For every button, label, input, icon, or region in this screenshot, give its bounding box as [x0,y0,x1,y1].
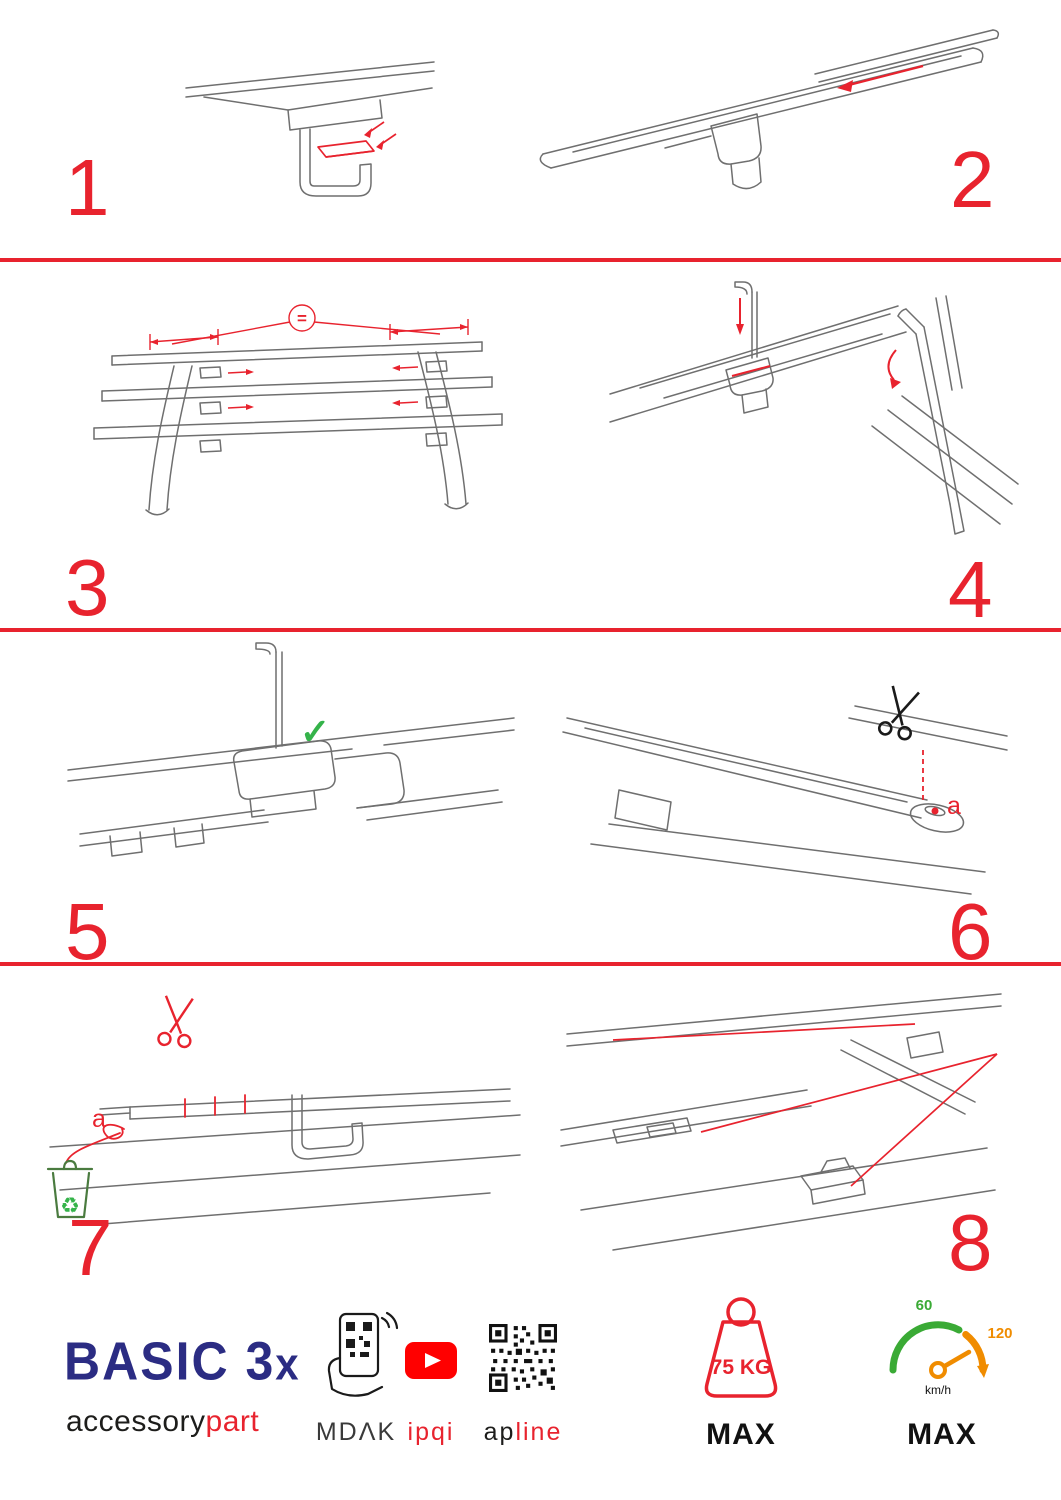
weight-max-label: MAX [706,1418,776,1451]
speed-tick-low: 60 [916,1297,933,1314]
product-name-suffix: x [275,1338,301,1390]
step-3-illustration: = [93,304,503,516]
step-8-illustration [560,993,1002,1251]
weight-limit-value: 75 KG [711,1356,772,1379]
step-4-number: 4 [948,545,993,634]
recycle-icon: ♻ [60,1193,80,1218]
trash-icon [46,1159,94,1219]
brand-wordmark-red: part [205,1405,260,1438]
step-1-illustration [185,61,435,197]
step-7-number: 7 [68,1203,113,1292]
step-5-number: 5 [65,887,110,976]
step-2-number: 2 [950,135,995,224]
speed-limit-icon: 60 120 km/h [889,1297,1013,1397]
step-2-illustration [539,29,1000,190]
slide-arrow [844,64,924,88]
scan-qr-phone-icon [327,1311,399,1397]
qr-code-icon [489,1324,557,1392]
label-a-step7: a [92,1105,106,1133]
youtube-label: ipqi [407,1418,455,1446]
product-name-main: BASIC 3 [64,1331,276,1392]
qr-phone-label: MDΛK [315,1418,397,1446]
step-6-number: 6 [948,887,993,976]
allen-key [897,308,965,535]
t-bolt-adapter [800,1157,866,1205]
speed-max-label: MAX [907,1418,977,1451]
qr-label-black: ap [483,1418,516,1446]
equal-spacing-dimension [149,304,469,409]
section-divider-1 [0,258,1061,262]
weight-limit-icon: 75 KG [704,1297,778,1398]
check-icon: ✓ [300,711,330,752]
insert-guide-lines [612,1023,998,1187]
step-8-number: 8 [948,1198,993,1287]
step-4-illustration [609,281,1019,535]
section-divider-3 [0,962,1061,966]
speed-tick-high: 120 [987,1325,1012,1342]
brand-wordmark-black: accessory [66,1405,206,1438]
product-name: BASIC 3x [64,1330,301,1393]
brand-wordmark: accessorypart [66,1405,259,1439]
step-3-number: 3 [65,543,110,632]
step-6-illustration: a [562,685,1008,895]
step-1-number: 1 [65,143,110,232]
section-divider-2 [0,628,1061,632]
qr-code-label: apline [477,1418,569,1447]
scissors-icon [877,685,920,741]
qr-label-red: line [515,1418,563,1446]
youtube-icon [405,1342,457,1379]
speed-unit: km/h [925,1383,951,1397]
step-7-illustration: a ♻ [46,995,521,1226]
gauge-green-arc [889,1321,963,1374]
label-a-step6: a [947,792,961,820]
scissors-icon [157,995,194,1049]
step-5-illustration: ✓ [67,642,515,857]
rubber-pad-highlight [317,121,397,158]
equal-symbol: = [297,309,307,328]
